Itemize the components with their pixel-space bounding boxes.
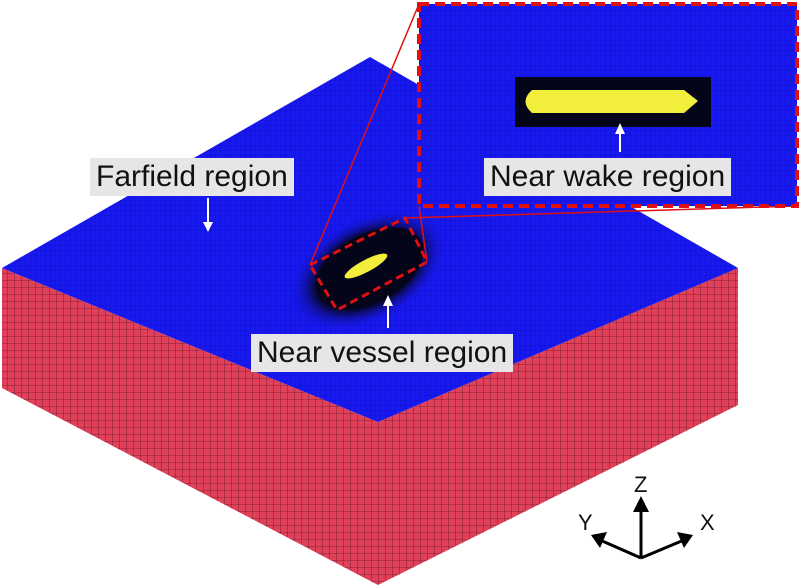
axis-triad-icon <box>591 496 693 558</box>
inset-vessel-shape <box>526 90 699 113</box>
z-axis-label: Z <box>634 474 647 496</box>
near-vessel-region-label: Near vessel region <box>251 334 513 372</box>
farfield-region-label: Farfield region <box>90 158 294 196</box>
y-axis-label: Y <box>578 512 593 534</box>
x-axis-label: X <box>700 512 715 534</box>
near-wake-region-label: Near wake region <box>484 158 731 196</box>
